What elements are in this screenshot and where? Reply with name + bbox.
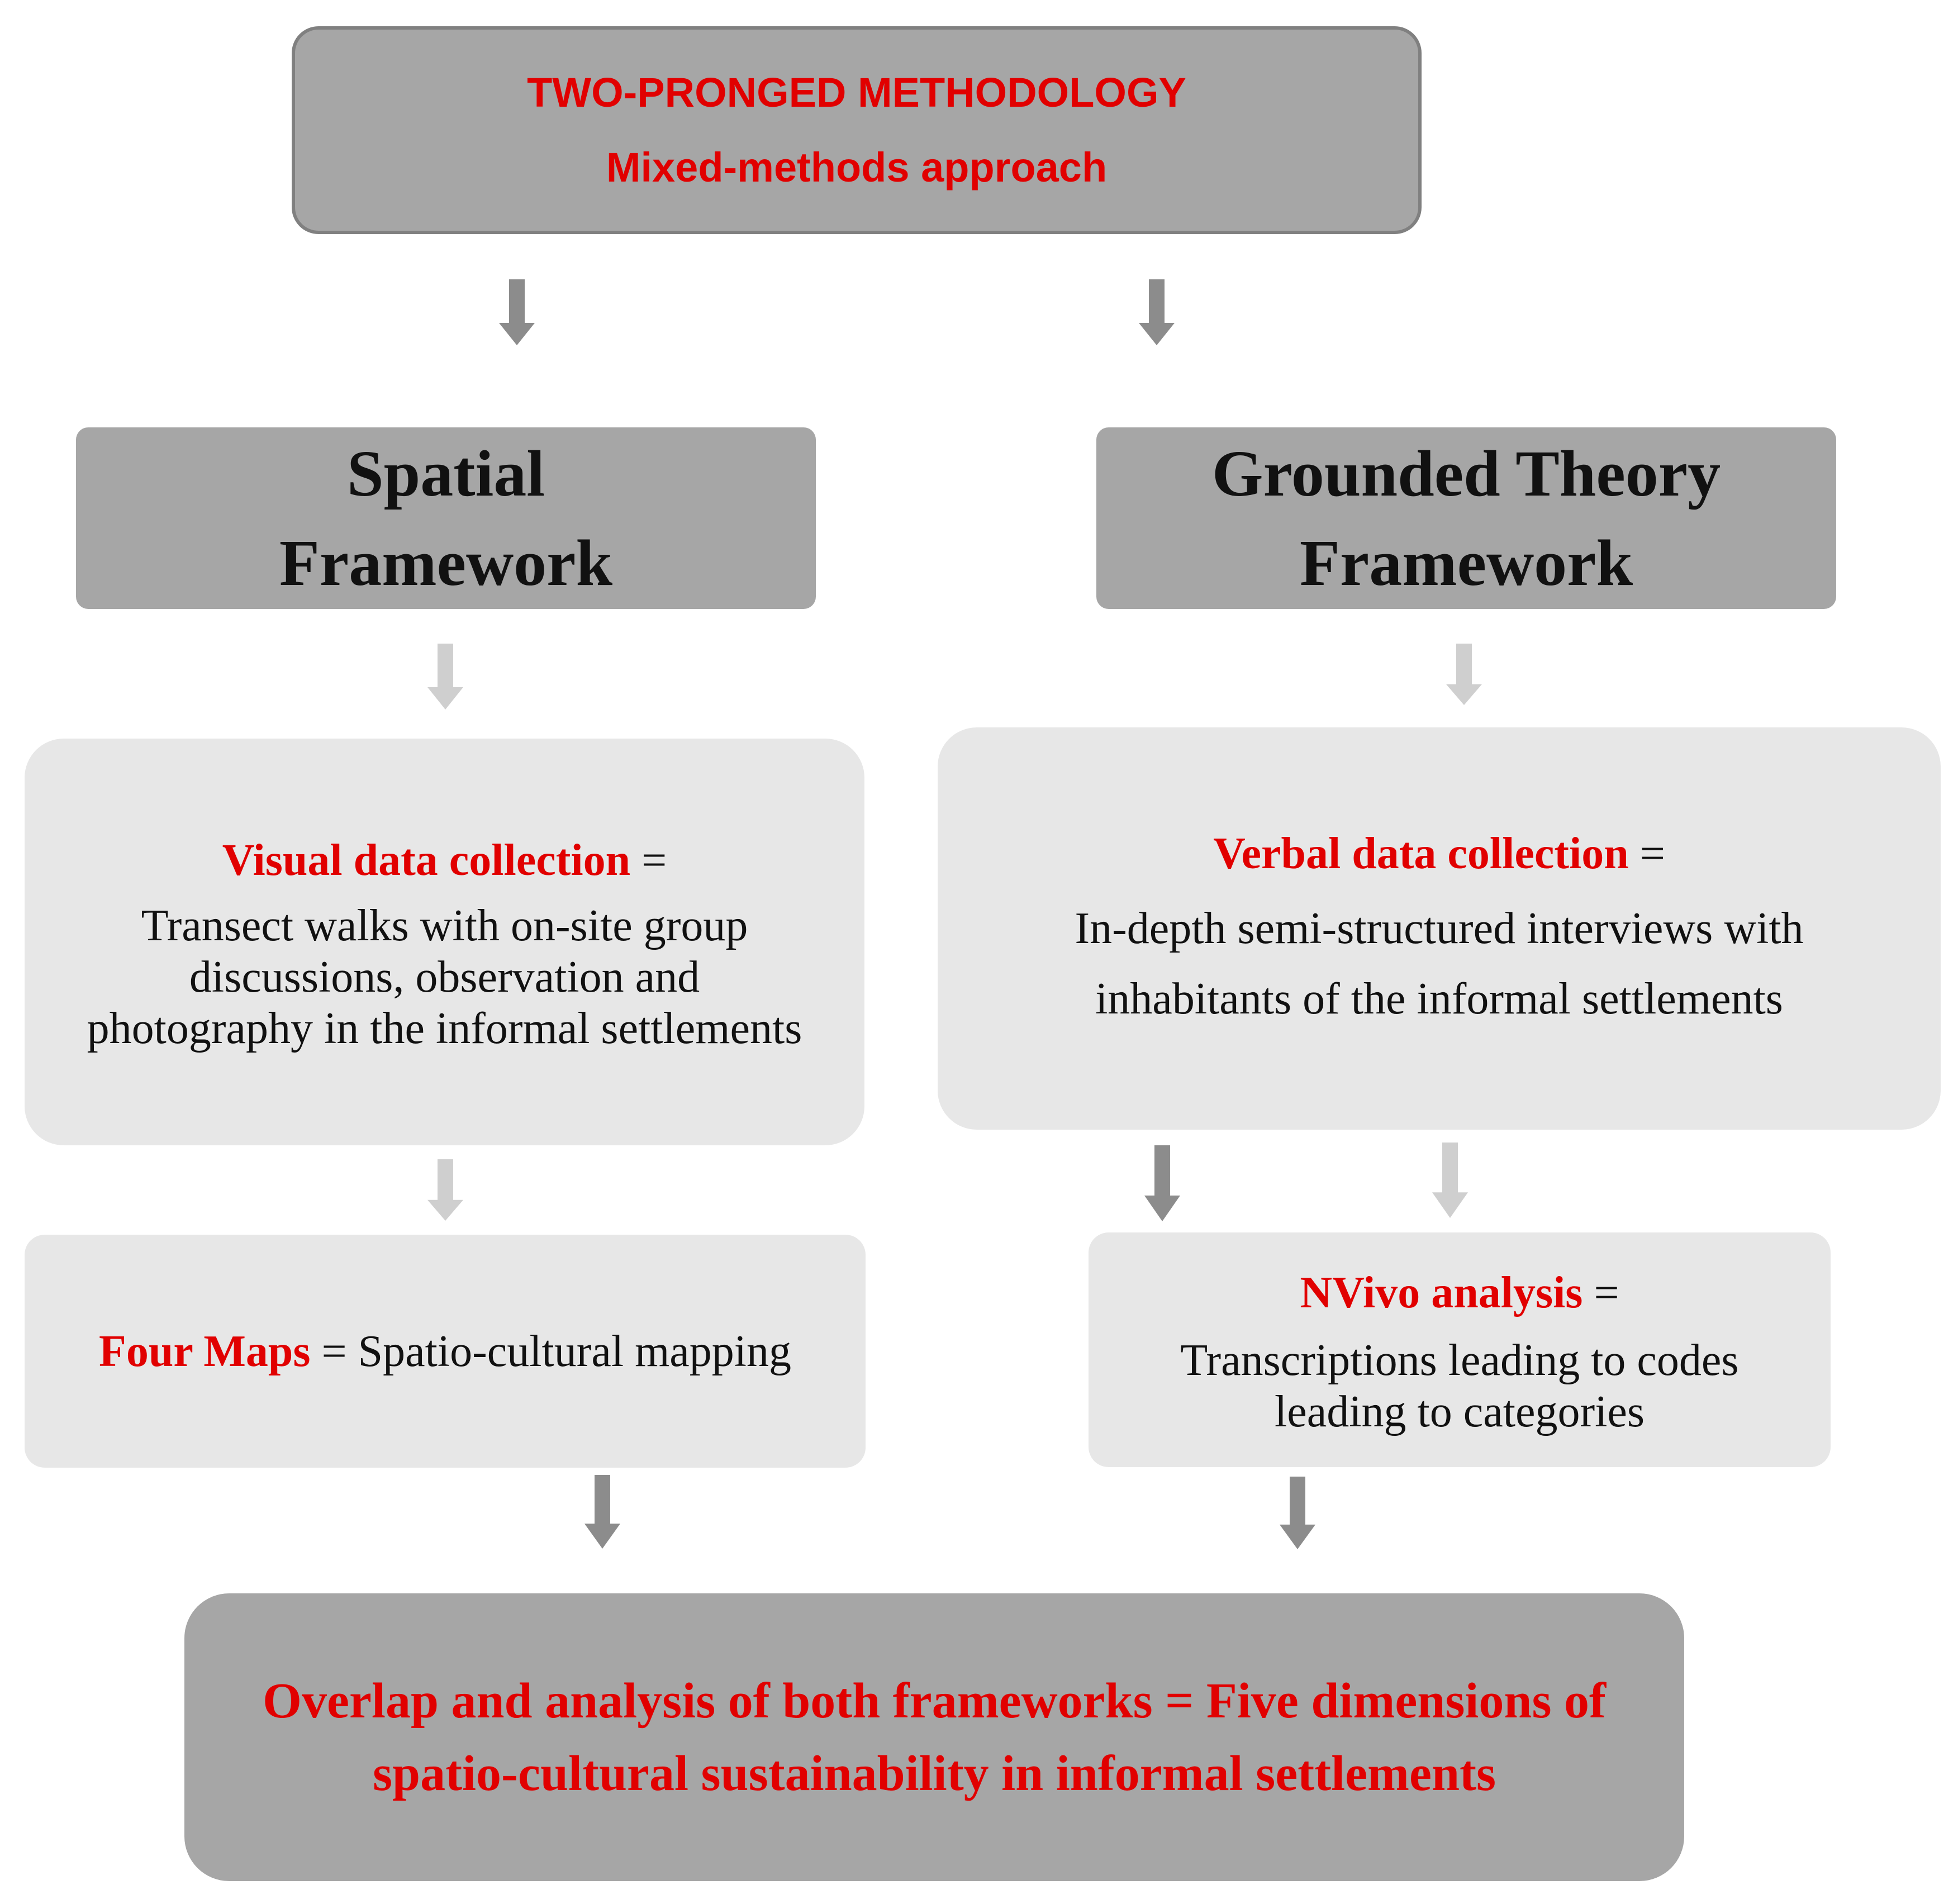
spatial-framework-line1: Spatial	[346, 436, 545, 510]
spatial-framework-line2: Framework	[279, 526, 613, 599]
arrow-down-icon	[427, 644, 463, 710]
overlap-analysis-box: Overlap and analysis of both frameworks …	[184, 1593, 1684, 1881]
verbal-data-collection-box: Verbal data collection = In-depth semi-s…	[938, 727, 1941, 1130]
visual-data-desc-line2: discussions, observation and	[189, 953, 700, 1002]
methodology-box: TWO-PRONGED METHODOLOGY Mixed-methods ap…	[292, 26, 1422, 234]
nvivo-equals: =	[1582, 1268, 1619, 1317]
four-maps-desc: = Spatio-cultural mapping	[310, 1326, 792, 1376]
arrow-down-icon	[1144, 1145, 1180, 1221]
methodology-title: TWO-PRONGED METHODOLOGY	[527, 69, 1186, 116]
nvivo-label: NVivo analysis	[1300, 1268, 1583, 1317]
visual-data-equals: =	[630, 836, 667, 885]
overlap-analysis-line2: spatio-cultural sustainability in inform…	[372, 1745, 1496, 1801]
nvivo-desc-line1: Transcriptions leading to codes	[1180, 1336, 1739, 1385]
visual-data-desc-line1: Transect walks with on-site group	[141, 901, 748, 950]
verbal-data-desc-line1: In-depth semi-structured interviews with	[1075, 904, 1804, 953]
arrow-down-icon	[1139, 279, 1175, 345]
verbal-data-label: Verbal data collection	[1213, 829, 1629, 878]
four-maps-text: Four Maps = Spatio-cultural mapping	[99, 1321, 791, 1382]
nvivo-analysis-box: NVivo analysis = Transcriptions leading …	[1089, 1232, 1831, 1467]
grounded-theory-framework-box: Grounded Theory Framework	[1096, 427, 1836, 609]
arrow-down-icon	[427, 1159, 463, 1221]
nvivo-heading: NVivo analysis =	[1300, 1262, 1619, 1324]
overlap-analysis-line1: Overlap and analysis of both frameworks …	[263, 1673, 1606, 1729]
visual-data-label: Visual data collection	[222, 836, 631, 885]
visual-data-heading: Visual data collection =	[222, 830, 667, 891]
four-maps-label: Four Maps	[98, 1326, 311, 1376]
verbal-data-heading: Verbal data collection =	[1213, 823, 1665, 884]
arrow-down-icon	[584, 1475, 620, 1549]
arrow-down-icon	[1446, 644, 1482, 705]
nvivo-desc-line2: leading to categories	[1275, 1387, 1645, 1436]
arrow-down-icon	[499, 279, 535, 345]
grounded-theory-line2: Framework	[1299, 526, 1633, 599]
visual-data-collection-box: Visual data collection = Transect walks …	[25, 739, 864, 1145]
visual-data-desc-line3: photography in the informal settlements	[87, 1004, 802, 1053]
grounded-theory-line1: Grounded Theory	[1211, 436, 1721, 510]
methodology-subtitle: Mixed-methods approach	[606, 144, 1108, 191]
four-maps-box: Four Maps = Spatio-cultural mapping	[25, 1235, 866, 1468]
verbal-data-equals: =	[1628, 829, 1665, 878]
spatial-framework-box: Spatial Framework	[76, 427, 816, 609]
arrow-down-icon	[1280, 1477, 1315, 1549]
arrow-down-icon	[1432, 1143, 1468, 1218]
verbal-data-desc-line2: inhabitants of the informal settlements	[1095, 974, 1783, 1024]
